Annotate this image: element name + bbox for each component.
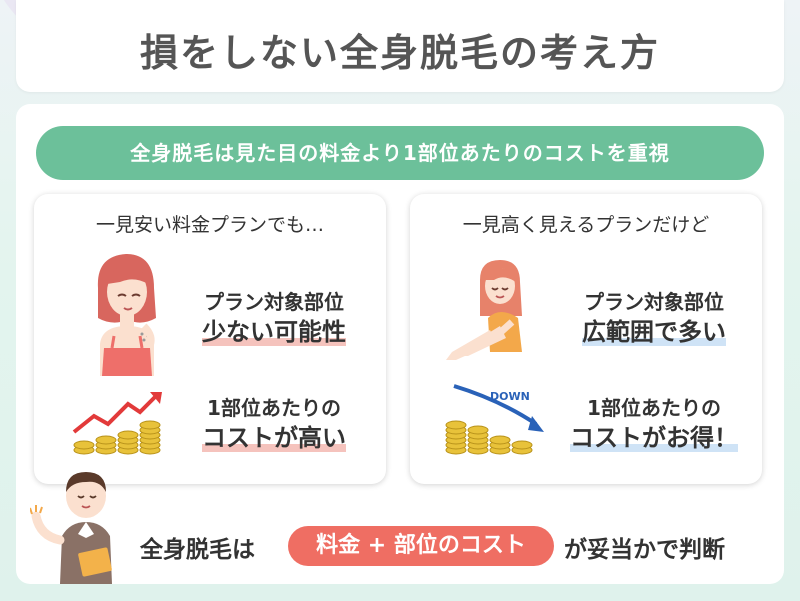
title-panel: 損をしない全身脱毛の考え方 — [16, 0, 784, 92]
conclusion-prefix: 全身脱毛は — [140, 537, 255, 563]
cheap-plan-point1-line1: プラン対象部位 — [204, 290, 344, 314]
cheap-plan-point1: プラン対象部位 少ない可能性 — [174, 288, 374, 348]
rising-cost-coins-icon — [72, 392, 162, 455]
cheap-plan-heading: 一見安い料金プランでも… — [95, 214, 324, 236]
cheap-plan-point2-line2: コストが高い — [202, 424, 346, 452]
worried-woman-illustration — [97, 254, 156, 376]
page-title: 損をしない全身脱毛の考え方 — [139, 31, 660, 75]
cheap-plan-point1-line2: 少ない可能性 — [202, 318, 346, 346]
expensive-plan-point1: プラン対象部位 広範囲で多い — [554, 288, 754, 348]
cheap-plan-point2-line1: 1部位あたりの — [207, 396, 341, 420]
expensive-plan-point2-line1: 1部位あたりの — [587, 396, 721, 420]
expensive-plan-point2-line2: コストがお得！ — [570, 424, 738, 452]
down-label: DOWN — [490, 390, 530, 403]
expensive-plan-point1-line1: プラン対象部位 — [584, 290, 724, 314]
expensive-plan-heading: 一見高く見えるプランだけど — [462, 214, 710, 236]
conclusion-line: 全身脱毛は 料金 + 部位のコスト が妥当かで判断 — [0, 520, 800, 568]
expensive-plan-card: 一見高く見えるプランだけど プラン対象部位 広範囲で多い DOWN 1部位あたり… — [410, 194, 762, 484]
expensive-plan-point2: 1部位あたりの コストがお得！ — [554, 394, 754, 454]
expensive-plan-point1-line2: 広範囲で多い — [582, 318, 726, 346]
cheap-plan-card: 一見安い料金プランでも… プラン対象部位 少ない可能性 1部位あたりの コストが… — [34, 194, 386, 484]
staff-man-illustration — [30, 472, 112, 584]
happy-woman-illustration — [446, 260, 522, 360]
decreasing-cost-coins-icon — [445, 384, 544, 455]
cheap-plan-point2: 1部位あたりの コストが高い — [174, 394, 374, 454]
conclusion-highlight: 料金 + 部位のコスト — [288, 526, 554, 566]
key-point-banner: 全身脱毛は見た目の料金より1部位あたりのコストを重視 — [36, 126, 764, 180]
conclusion-suffix: が妥当かで判断 — [564, 537, 725, 563]
